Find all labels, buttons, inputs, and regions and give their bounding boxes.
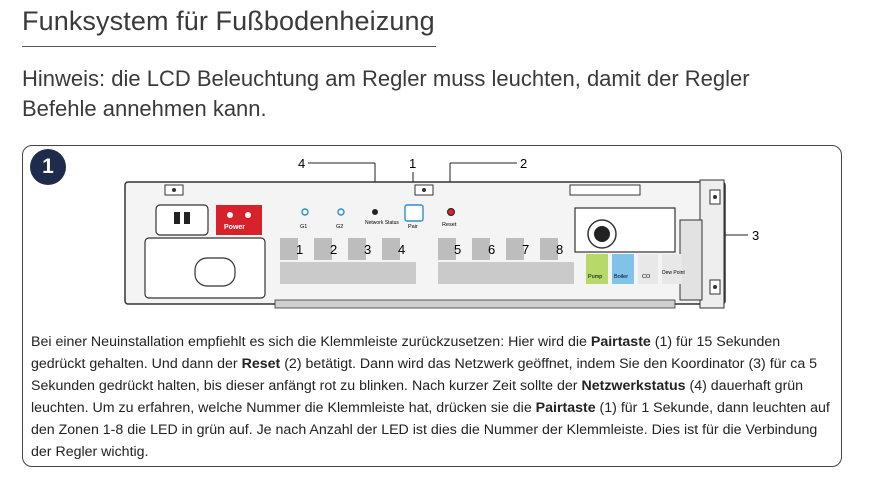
zone-terminals: 1 2 3 4 5 6 7 8 [280, 238, 563, 260]
svg-text:4: 4 [398, 242, 405, 257]
svg-text:5: 5 [454, 242, 461, 257]
terminal-teeth [274, 299, 676, 309]
svg-text:3: 3 [364, 242, 371, 257]
svg-text:G2: G2 [336, 224, 343, 230]
power-block [216, 205, 262, 235]
svg-text:Power: Power [224, 224, 245, 231]
step-badge: 1 [30, 149, 66, 185]
svg-text:Network Status: Network Status [365, 220, 399, 226]
svg-text:7: 7 [522, 242, 529, 257]
svg-text:Boiler: Boiler [614, 274, 628, 280]
page-title: Funksystem für Fußbodenheizung [22, 6, 435, 36]
svg-text:Pump: Pump [588, 274, 602, 280]
svg-text:Dew Point: Dew Point [662, 270, 685, 276]
power-socket [155, 204, 209, 236]
status-leds: G1 G2 Network Status Pair Reset [300, 204, 457, 230]
svg-text:Pair: Pair [408, 224, 418, 230]
title-underline [22, 46, 436, 47]
svg-text:CO: CO [642, 274, 651, 280]
svg-text:1: 1 [409, 156, 416, 171]
svg-text:2: 2 [330, 242, 337, 257]
svg-text:8: 8 [556, 242, 563, 257]
svg-text:2: 2 [520, 156, 527, 171]
svg-text:Reset: Reset [442, 222, 457, 228]
terminal-strip-diagram: 4 1 2 3 Power G1 G2 Networ [124, 156, 759, 309]
svg-text:3: 3 [752, 228, 759, 243]
svg-text:4: 4 [298, 156, 305, 171]
svg-text:G1: G1 [300, 224, 307, 230]
instruction-panel [22, 145, 842, 467]
svg-text:6: 6 [488, 242, 495, 257]
svg-text:1: 1 [296, 242, 303, 257]
instructions-text: Bei einer Neuinstallation empfiehlt es s… [31, 334, 830, 460]
lcd-hint: Hinweis: die LCD Beleuchtung am Regler m… [22, 66, 750, 121]
